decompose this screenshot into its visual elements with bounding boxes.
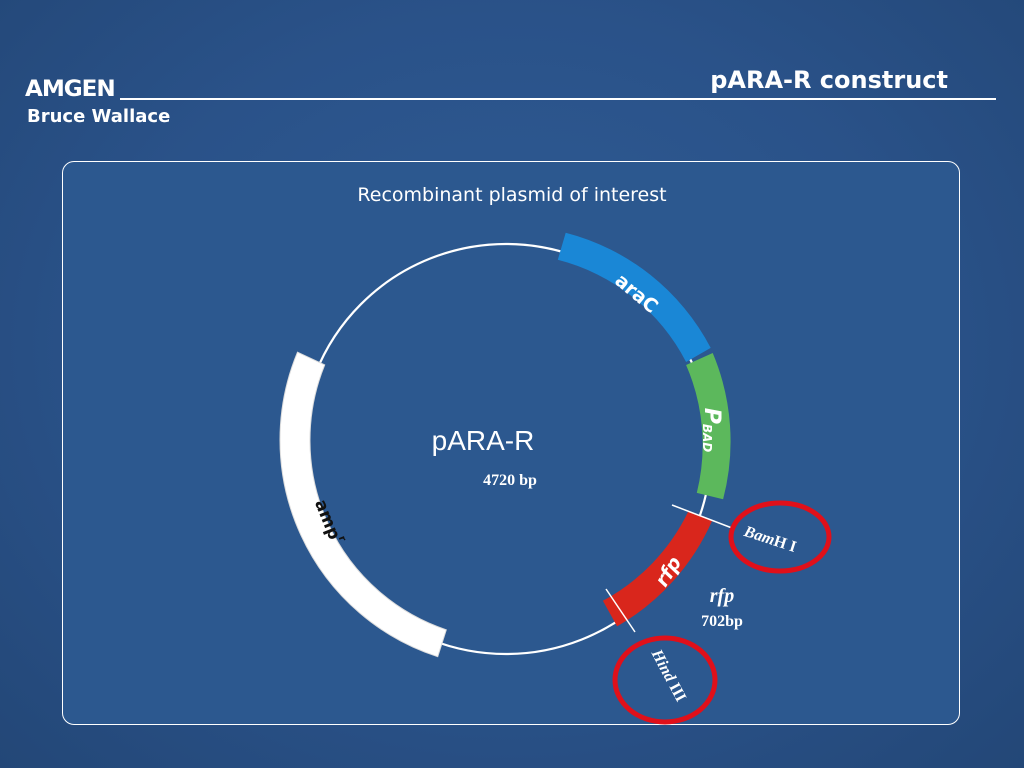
amp-gene-arc: [279, 351, 447, 658]
hindiii-highlight-circle: [612, 635, 718, 725]
slide-title: pARA-R construct: [710, 66, 948, 94]
bamhi-cut-line: [671, 504, 733, 529]
bamhi-label-italic: Bam: [741, 523, 777, 549]
bamhi-highlight-circle: [728, 500, 832, 574]
content-panel: [62, 161, 960, 725]
plasmid-size: 4720 bp: [483, 472, 537, 489]
pbad-label: PBAD: [699, 408, 724, 453]
bamhi-label: BamH I: [741, 523, 798, 556]
pbad-p-label: P: [699, 408, 724, 424]
hindiii-cut-line: [605, 588, 636, 633]
plasmid-name: pARA-R: [432, 425, 535, 456]
diagram-caption: Recombinant plasmid of interest: [357, 184, 667, 206]
amp-label-sup: r: [336, 534, 348, 543]
bamhi-label-rest: H I: [772, 532, 799, 555]
hindiii-label: Hind III: [647, 646, 689, 705]
pbad-sub-label: BAD: [701, 424, 715, 452]
insert-name: rfp: [710, 585, 734, 607]
insert-size: 702bp: [701, 613, 743, 630]
amgen-logo: AMGEN: [25, 77, 116, 102]
author-name: Bruce Wallace: [27, 106, 171, 127]
header-divider: [120, 98, 996, 100]
pbad-promoter-arc: [686, 353, 731, 500]
rfp-gene-arc: [602, 511, 713, 627]
arac-gene-arc: [557, 232, 711, 362]
